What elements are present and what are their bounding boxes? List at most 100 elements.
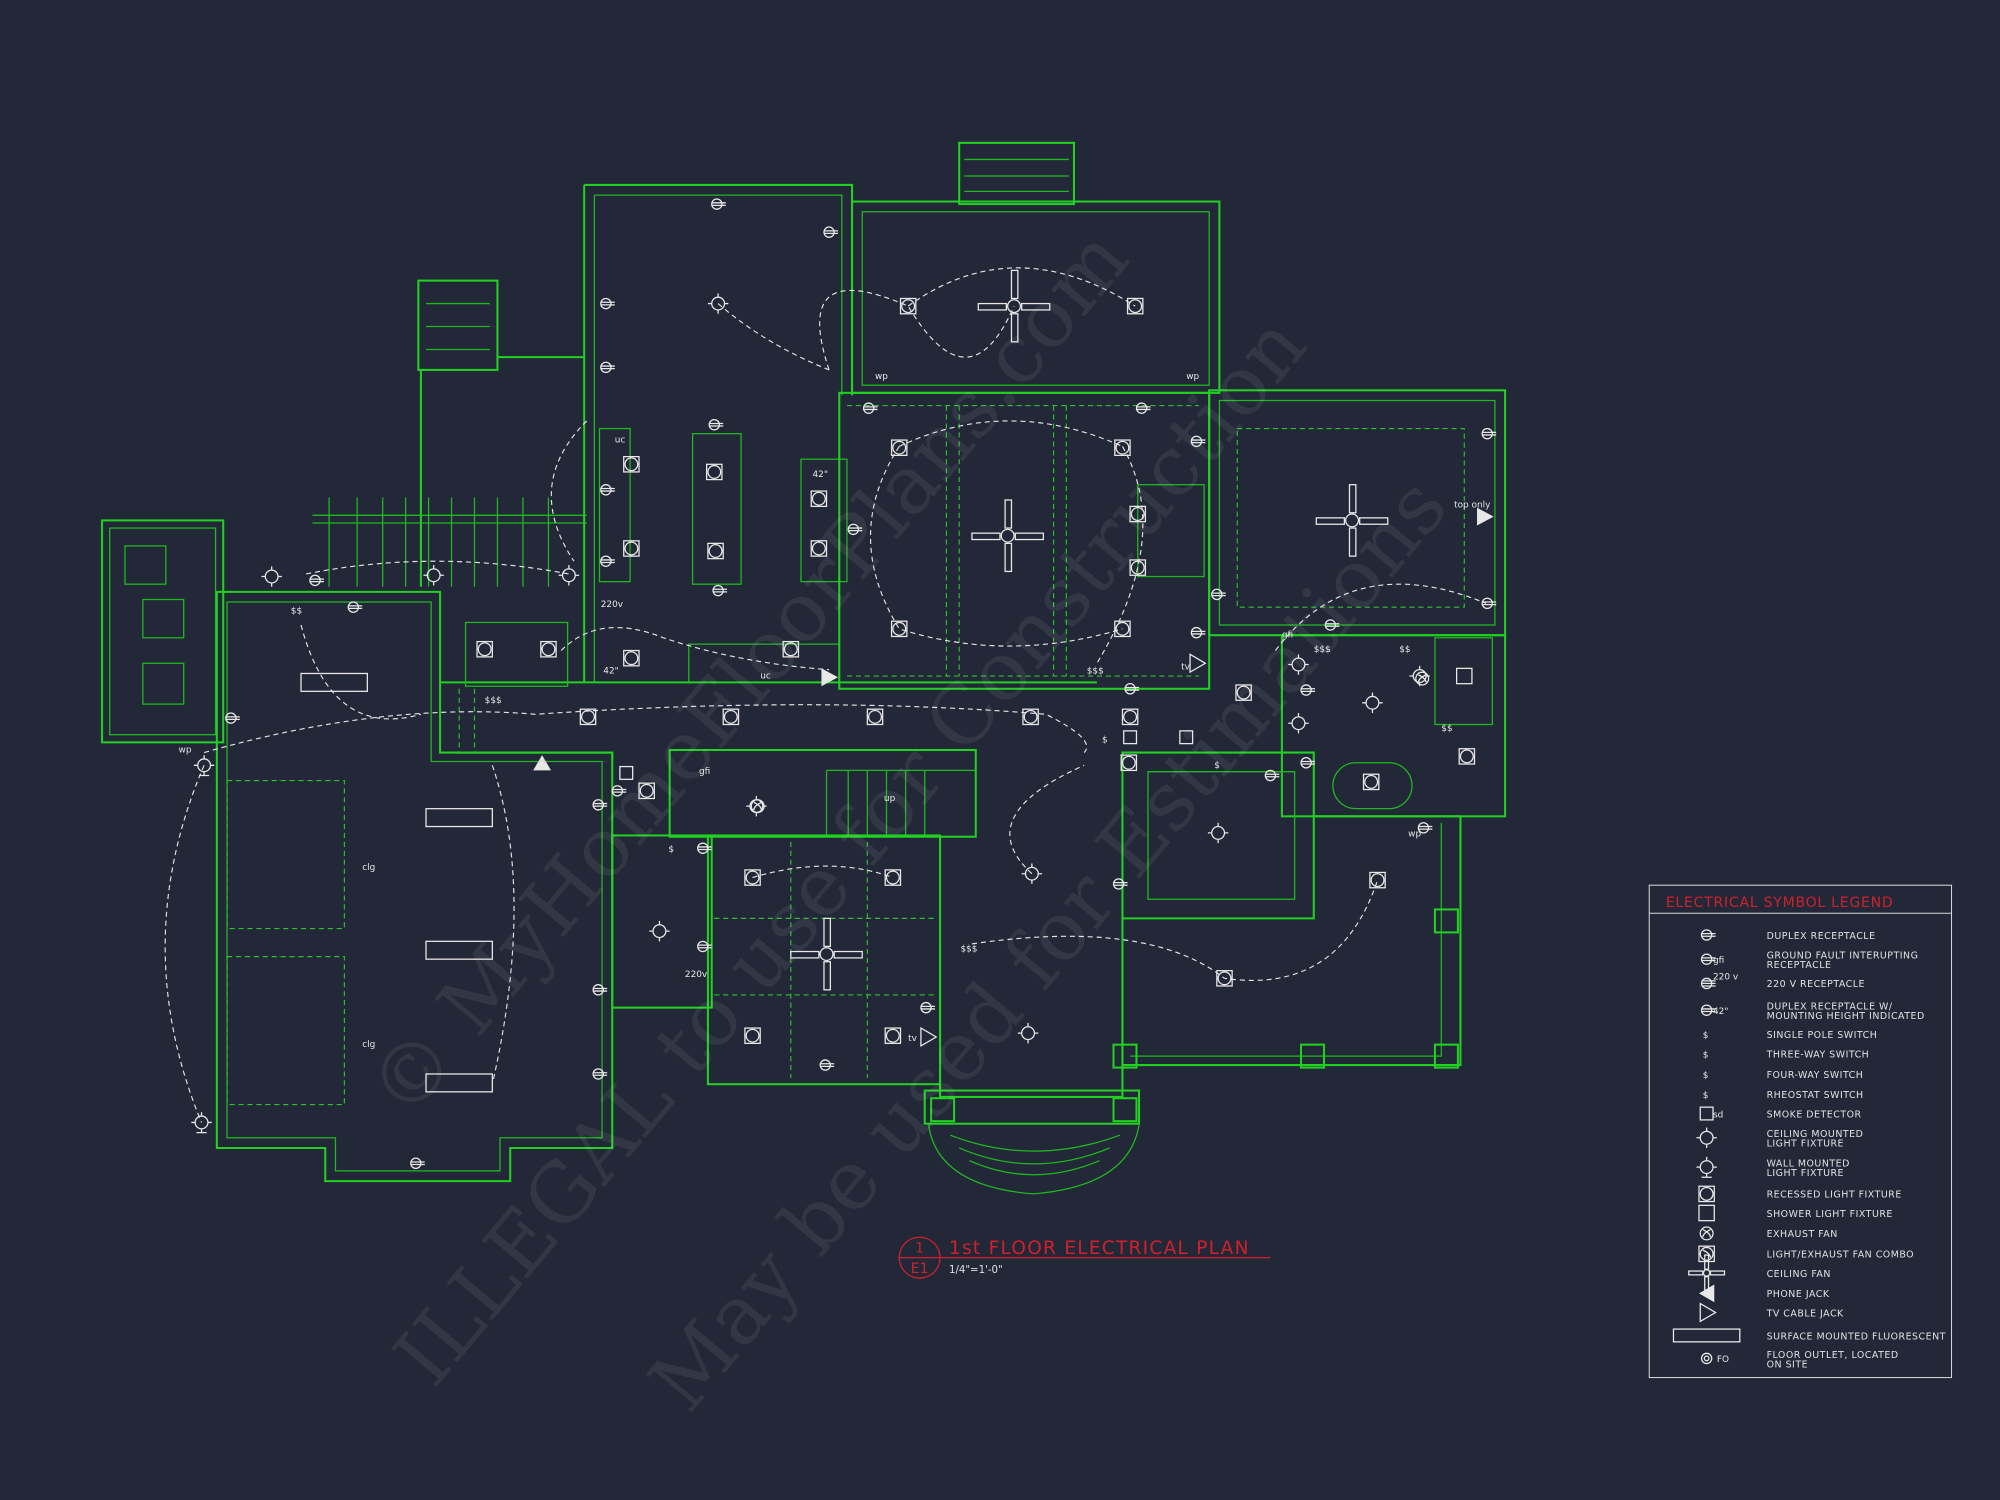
kitchen-counter: [800, 458, 848, 583]
legend-label: FLOOR OUTLET, LOCATED: [1767, 1350, 1899, 1361]
duplex-receptacle-icon: [712, 584, 728, 597]
legend-label: DUPLEX RECEPTACLE W/: [1767, 1002, 1893, 1013]
duplex-receptacle-icon: [410, 1157, 425, 1170]
shelf: [142, 598, 185, 639]
circuit-line: [300, 624, 422, 720]
duplex-receptacle-icon: [697, 842, 712, 854]
legend-label: WALL MOUNTED: [1767, 1158, 1850, 1169]
rheostat-switch-icon: $: [1703, 1091, 1709, 1101]
exhaust-fan-icon: [1415, 671, 1430, 686]
220v-label: 220v: [601, 600, 623, 610]
stair-up-label: up: [884, 794, 896, 804]
drawing-title: 1st FLOOR ELECTRICAL PLAN: [949, 1238, 1250, 1259]
duplex-receptacle-icon: [600, 297, 615, 310]
legend-item: LIGHT/EXHAUST FAN COMBO: [1698, 1245, 1915, 1263]
column: [1112, 1043, 1138, 1069]
circuit-line: [306, 560, 569, 575]
height-receptacle-icon: [1700, 1004, 1716, 1016]
gfi-label: gfi: [1282, 631, 1293, 641]
circuit-line: [971, 879, 1379, 981]
column: [1433, 908, 1459, 934]
duplex-receptacle-icon: [862, 402, 878, 414]
legend-label: MOUNTING HEIGHT INDICATED: [1767, 1011, 1925, 1022]
duplex-receptacle-icon: [1190, 626, 1206, 639]
duplex-receptacle-icon: [611, 785, 627, 797]
duplex-receptacle-icon: [1264, 769, 1280, 782]
recessed-light-icon: [705, 463, 723, 481]
wp-label: wp: [1186, 372, 1199, 382]
legend-label: LIGHT FIXTURE: [1767, 1168, 1844, 1179]
wp-label: wp: [875, 372, 888, 382]
wall-light-icon: [193, 755, 215, 777]
recessed-light-icon: [1698, 1185, 1715, 1203]
recessed-light-icon: [1235, 684, 1252, 701]
wall-storage: [101, 519, 225, 744]
exhaust-fan-icon: [1699, 1226, 1714, 1241]
recessed-light-icon: [579, 708, 597, 726]
svg-text:$: $: [1703, 1050, 1709, 1060]
hall-stair: [458, 688, 476, 753]
phone-jack-icon: [1698, 1284, 1715, 1303]
column: [930, 1097, 956, 1123]
shelf: [124, 545, 167, 585]
duplex-receptacle-icon: [708, 419, 724, 431]
duplex-receptacle-icon: [1481, 427, 1497, 440]
legend-label: ON SITE: [1767, 1359, 1809, 1370]
220v-receptacle-icon: [1700, 977, 1716, 990]
kitchen-cabinets: [598, 427, 631, 583]
smoke-detector-icon: [1699, 1106, 1714, 1121]
duplex-receptacle-icon: [920, 1001, 935, 1014]
duplex-receptacle-icon: [1124, 683, 1140, 695]
circuit-line: [1009, 764, 1085, 875]
duplex-receptacle-icon: [1190, 435, 1206, 448]
legend-label: LIGHT FIXTURE: [1767, 1139, 1844, 1150]
legend-icon-subscript: sd: [1713, 1110, 1723, 1120]
drawing-title-block: 1 E1 1st FLOOR ELECTRICAL PLAN 1/4"=1'-0…: [898, 1236, 1271, 1279]
legend-label: 220 V RECEPTACLE: [1767, 979, 1865, 990]
ceiling-light-icon: [1288, 713, 1309, 734]
electrical-symbol-legend: ELECTRICAL SYMBOL LEGEND DUPLEX RECEPTAC…: [1648, 884, 1953, 1379]
legend-item: RECESSED LIGHT FIXTURE: [1698, 1185, 1902, 1203]
switch-label: $: [1102, 735, 1108, 745]
duplex-receptacle-icon: [819, 1059, 835, 1071]
wall-stair-powder: [668, 748, 977, 838]
recessed-light-icon: [1121, 708, 1139, 726]
recessed-light-icon: [623, 455, 640, 473]
svg-text:$: $: [1703, 1031, 1709, 1041]
duplex-receptacle-icon: [225, 712, 240, 724]
recessed-light-icon: [1362, 773, 1380, 791]
ceiling-fan-icon: [790, 917, 863, 991]
uc-label: uc: [615, 436, 626, 446]
recessed-light-icon: [1129, 559, 1147, 576]
ceiling-light-icon: [261, 566, 282, 587]
tv-cable-jack-icon: [1189, 653, 1207, 674]
ceiling-light-icon: [649, 920, 670, 942]
legend-label: RECEPTACLE: [1767, 960, 1832, 971]
electrical-fixtures: [191, 198, 1497, 1170]
duplex-receptacle-icon: [592, 1068, 608, 1080]
svg-text:$: $: [1703, 1071, 1709, 1081]
recessed-light-icon: [722, 708, 740, 726]
tray-ceiling: [1236, 427, 1465, 608]
circuit-line: [819, 289, 1015, 371]
duplex-receptacle-icon: [1700, 929, 1716, 941]
switch-label: $$$: [1087, 666, 1104, 676]
legend-label: FOUR-WAY SWITCH: [1767, 1070, 1864, 1081]
uc-label: uc: [760, 672, 771, 682]
legend-label: RECESSED LIGHT FIXTURE: [1767, 1190, 1902, 1201]
recessed-light-icon: [899, 297, 917, 315]
column: [1433, 1043, 1459, 1069]
legend-label: LIGHT/EXHAUST FAN COMBO: [1767, 1250, 1915, 1261]
tv-cable-jack-icon: [1699, 1302, 1717, 1323]
circuit-line: [1275, 583, 1487, 651]
tv-label: tv: [908, 1034, 917, 1044]
phone-jack-icon: [821, 668, 839, 687]
tv-cable-jack-icon: [920, 1026, 938, 1048]
fireplace: [1137, 484, 1205, 578]
duplex-receptacle-icon: [592, 799, 608, 811]
legend-item: 42"DUPLEX RECEPTACLE W/MOUNTING HEIGHT I…: [1700, 1002, 1925, 1022]
duplex-receptacle-icon: [1135, 402, 1151, 414]
stairs: [825, 769, 976, 837]
single-pole-switch-icon: $: [1703, 1031, 1709, 1041]
plan-annotations: up top only wp wp wp wp clg clg 220v 220…: [179, 372, 1491, 1050]
